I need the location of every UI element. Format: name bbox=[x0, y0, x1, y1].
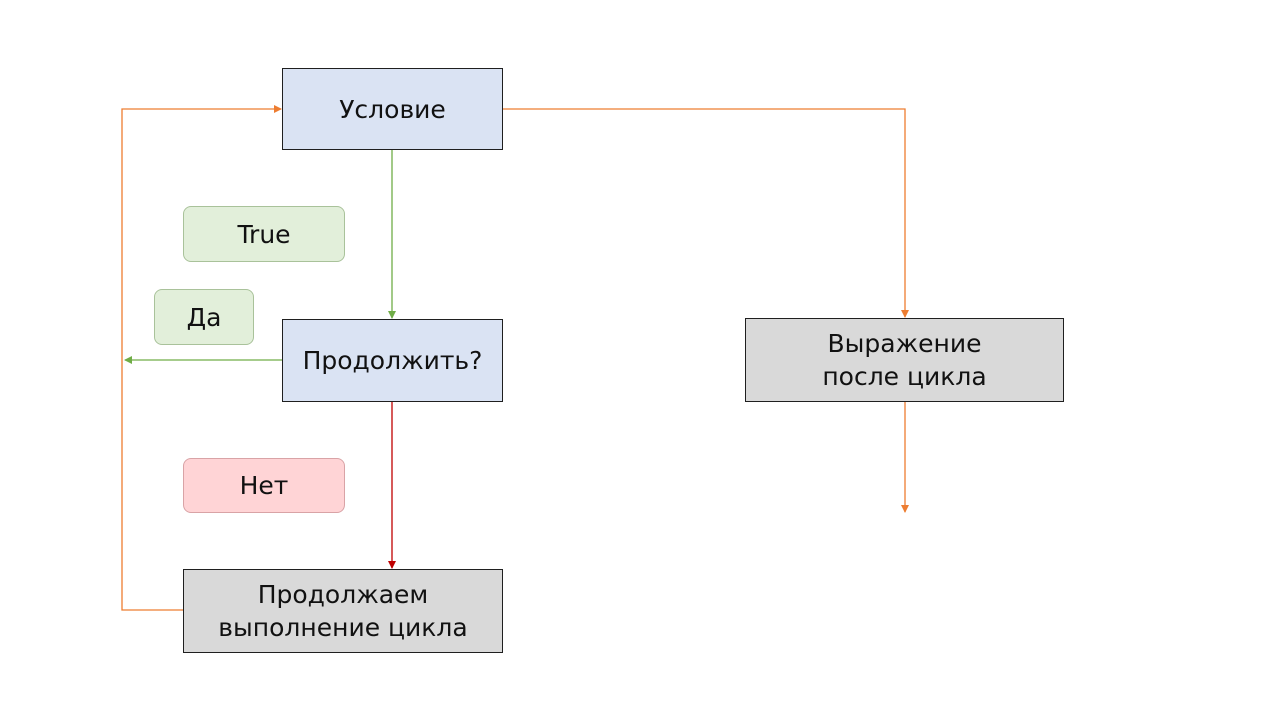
after-loop-node: Выражение после цикла bbox=[745, 318, 1064, 402]
loop-back-edge bbox=[121, 105, 282, 611]
no-label: Нет bbox=[183, 458, 345, 513]
condition-node: Условие bbox=[282, 68, 503, 150]
continue-decision-label: Продолжить? bbox=[302, 346, 483, 375]
true-label-text: True bbox=[237, 219, 291, 249]
condition-label: Условие bbox=[339, 94, 446, 124]
continue-decision-node: Продолжить? bbox=[282, 319, 503, 402]
yes-label: Да bbox=[154, 289, 254, 345]
no-label-text: Нет bbox=[239, 471, 289, 500]
loop-body-label-line1: Продолжаем bbox=[257, 580, 429, 609]
false-edge bbox=[503, 108, 909, 318]
after-loop-label-line2: после цикла bbox=[822, 362, 987, 391]
yes-label-text: Да bbox=[186, 302, 222, 332]
loop-body-node: Продолжаем выполнение цикла bbox=[183, 569, 503, 653]
after-loop-label-line1: Выражение bbox=[827, 329, 982, 358]
true-label: True bbox=[183, 206, 345, 262]
loop-body-label-line2: выполнение цикла bbox=[218, 613, 468, 642]
